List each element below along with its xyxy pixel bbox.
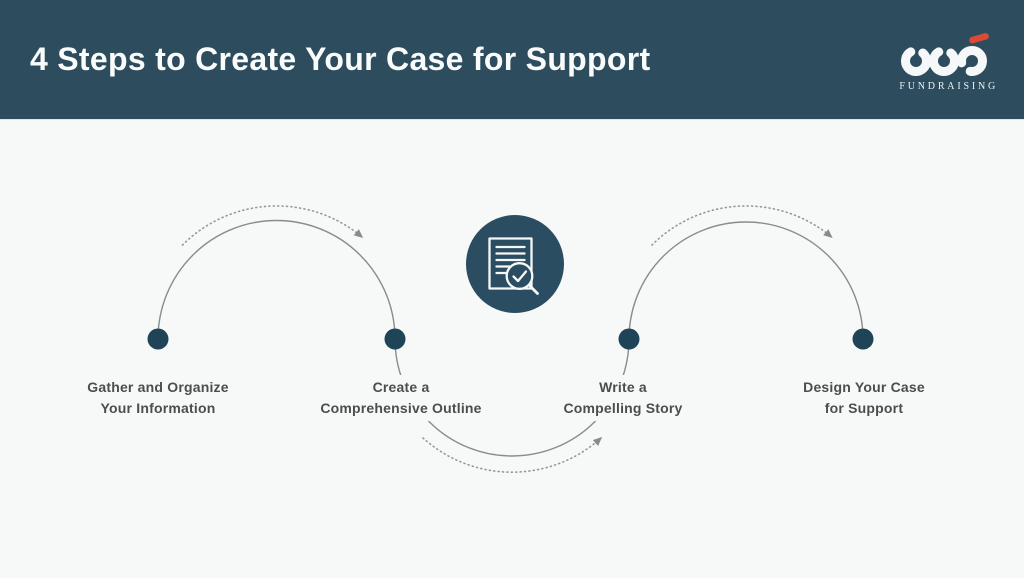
magnifier-lens (505, 262, 534, 290)
step3-node (618, 328, 640, 350)
step2-label-line2: Comprehensive Outline (320, 400, 482, 416)
arrow-arc-step3-to-step4 (651, 205, 833, 246)
ccs-logo-icon (901, 32, 990, 76)
diagram-area: Gather and Organize Your Information Cre… (0, 120, 1024, 578)
logo-letter-c2 (929, 46, 960, 76)
step1-label-line1: Gather and Organize (87, 379, 229, 395)
header-bar: 4 Steps to Create Your Case for Support … (0, 0, 1024, 120)
step3-label-line2: Compelling Story (563, 400, 683, 416)
page-title: 4 Steps to Create Your Case for Support (30, 41, 651, 77)
document-check-magnifier-icon (466, 215, 564, 313)
logo-letter-c1 (901, 46, 932, 76)
step3-label-line1: Write a (599, 379, 647, 395)
document-outline (488, 237, 533, 290)
step4-label-line1: Design Your Case (803, 379, 925, 395)
logo-letter-s (957, 45, 988, 76)
step4-node (852, 328, 874, 350)
checkmark (512, 270, 528, 283)
logo-red-accent (969, 32, 990, 43)
step3-label: Write a Compelling Story (555, 375, 691, 421)
step2-label-line1: Create a (372, 379, 430, 395)
arc-step3-to-step4 (628, 221, 864, 340)
step1-label-line2: Your Information (100, 400, 216, 416)
magnifier-handle (528, 284, 539, 295)
arrow-arc-step1-to-step2 (181, 205, 364, 246)
diagram-canvas (147, 205, 874, 473)
brand-logo: ccs FUNDRAISING (896, 32, 998, 92)
step2-node (384, 328, 406, 350)
step1-label: Gather and Organize Your Information (79, 375, 237, 421)
step4-label-line2: for Support (824, 400, 904, 416)
arrow-arc-step2-to-step3 (422, 436, 603, 473)
step2-label: Create a Comprehensive Outline (312, 375, 490, 421)
fundraising-label: FUNDRAISING (899, 80, 998, 92)
step4-label: Design Your Case for Support (795, 375, 933, 421)
step1-node (147, 328, 169, 350)
arc-step1-to-step2 (157, 219, 396, 340)
